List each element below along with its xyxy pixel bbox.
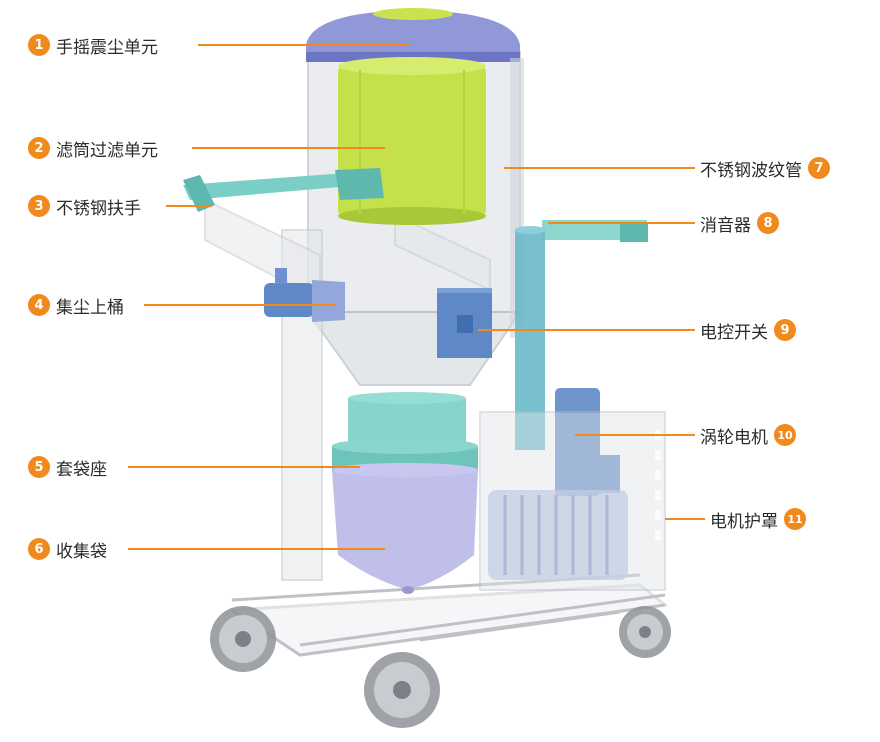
callout-number-badge: 10 <box>774 424 796 446</box>
callout-5: 5 套袋座 <box>28 454 107 480</box>
callout-label: 套袋座 <box>56 459 107 480</box>
callout-6: 6 收集袋 <box>28 536 107 562</box>
callout-3: 3 不锈钢扶手 <box>28 193 141 219</box>
dust-inlet <box>264 268 345 322</box>
muffler <box>515 220 648 450</box>
turbo-motor <box>488 388 628 580</box>
callout-number-badge: 4 <box>28 294 50 316</box>
callout-number-badge: 9 <box>774 319 796 341</box>
bag-seat <box>332 392 478 472</box>
callout-number-badge: 11 <box>784 508 806 530</box>
callout-10: 涡轮电机 10 <box>700 422 796 448</box>
callout-number-badge: 7 <box>808 157 830 179</box>
callout-label: 收集袋 <box>56 541 107 562</box>
callout-label: 手摇震尘单元 <box>56 37 158 58</box>
callout-number-badge: 2 <box>28 137 50 159</box>
callout-7: 不锈钢波纹管 7 <box>700 155 830 181</box>
rear-left-wheel <box>210 606 276 672</box>
front-left-wheel <box>364 652 440 728</box>
callout-label: 不锈钢扶手 <box>56 198 141 219</box>
callout-4: 4 集尘上桶 <box>28 292 124 318</box>
callout-number-badge: 8 <box>757 212 779 234</box>
callout-9: 电控开关 9 <box>700 317 796 343</box>
callout-label: 涡轮电机 <box>700 427 768 448</box>
callout-label: 集尘上桶 <box>56 297 124 318</box>
callout-label: 滤筒过滤单元 <box>56 140 158 161</box>
motor-guard <box>479 411 666 591</box>
callout-11: 电机护罩 11 <box>710 506 806 532</box>
callout-8: 消音器 8 <box>700 210 779 236</box>
callout-label: 电机护罩 <box>710 511 778 532</box>
callout-label: 电控开关 <box>700 322 768 343</box>
callout-number-badge: 6 <box>28 538 50 560</box>
leader-lines <box>128 44 705 550</box>
shaker-lid <box>306 8 520 62</box>
callout-2: 2 滤筒过滤单元 <box>28 135 158 161</box>
rear-right-wheel <box>619 606 671 658</box>
callout-1: 1 手摇震尘单元 <box>28 32 158 58</box>
callout-number-badge: 1 <box>28 34 50 56</box>
callout-number-badge: 5 <box>28 456 50 478</box>
filter-cartridge <box>338 57 486 225</box>
callout-number-badge: 3 <box>28 195 50 217</box>
stainless-handle <box>183 168 384 212</box>
callout-label: 不锈钢波纹管 <box>700 160 802 181</box>
callout-label: 消音器 <box>700 215 751 236</box>
collection-bag <box>332 463 478 594</box>
control-switch-box <box>437 288 492 358</box>
